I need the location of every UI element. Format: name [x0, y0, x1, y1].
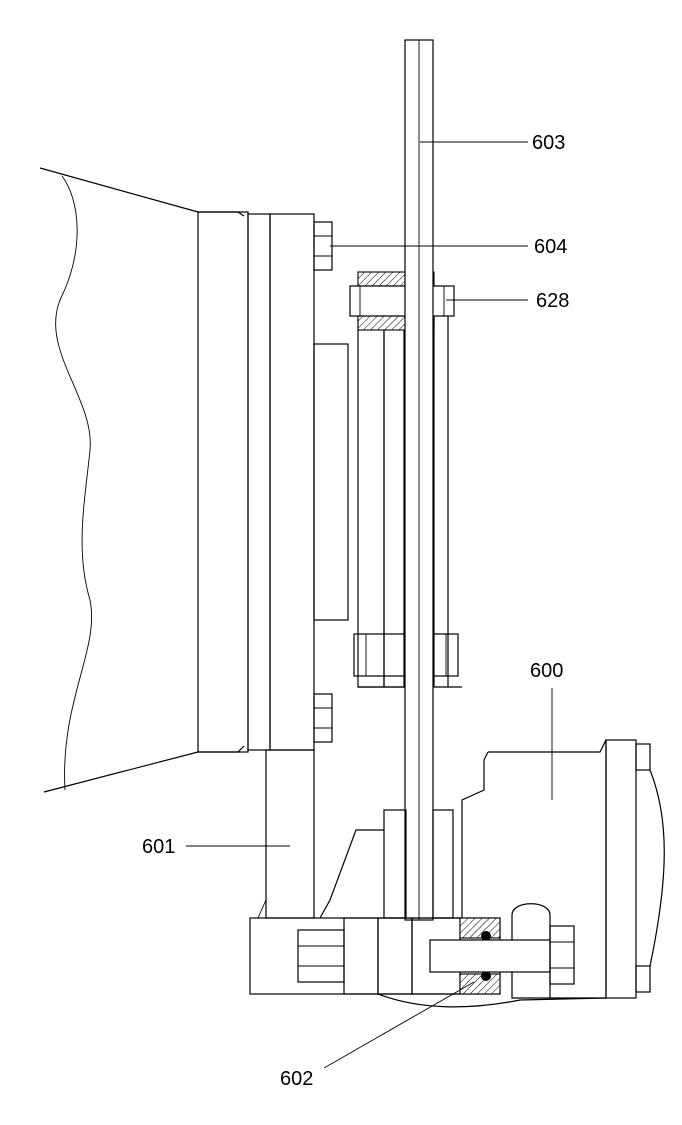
machine-body	[39, 167, 199, 793]
vertical-rod	[404, 39, 434, 921]
callout-601: 601	[142, 836, 175, 858]
support-arm	[257, 749, 315, 919]
spacer-plate	[313, 343, 349, 621]
base-arc	[377, 993, 607, 1008]
callout-628: 628	[536, 290, 569, 312]
coupling	[319, 809, 454, 919]
motor-housing	[461, 739, 665, 999]
flange-bolt-top	[313, 221, 333, 271]
flange-bolt-bottom	[313, 693, 333, 743]
leader-lines	[186, 141, 553, 1069]
mounting-flange	[197, 211, 315, 753]
bearing-602	[459, 917, 501, 995]
drive-shaft	[429, 925, 575, 985]
callout-600: 600	[530, 660, 563, 682]
callout-602: 602	[280, 1068, 313, 1090]
callout-604: 604	[534, 236, 567, 258]
base-nut	[297, 929, 345, 983]
callout-603: 603	[532, 132, 565, 154]
bushing-628	[349, 271, 455, 331]
